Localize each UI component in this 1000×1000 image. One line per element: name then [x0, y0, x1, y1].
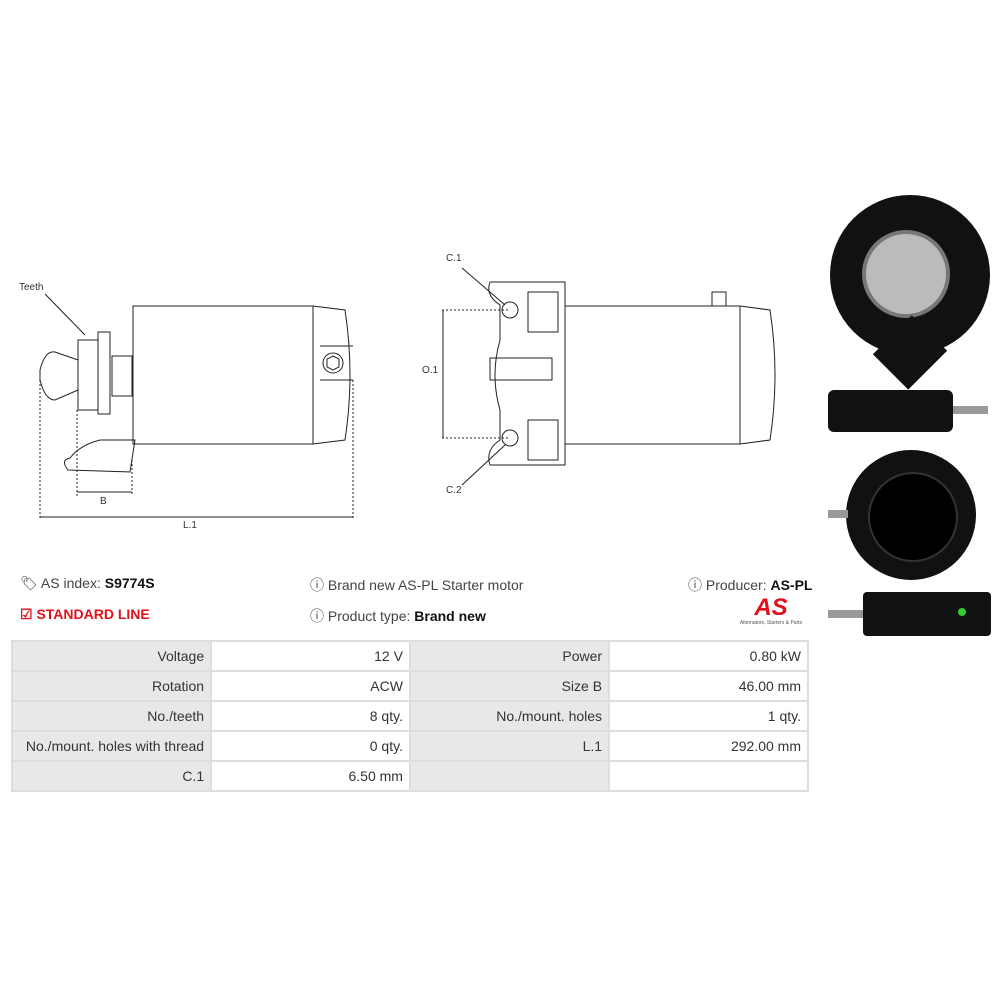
l1-label: L.1 [183, 520, 197, 531]
spec-value: 1 qty. [608, 700, 809, 732]
producer: ⓘ Producer: AS-PL [688, 575, 812, 595]
spec-label: L.1 [408, 730, 611, 762]
product-type-value: Brand new [414, 608, 486, 624]
spec-value: 0.80 kW [608, 640, 809, 672]
spec-value: 0 qty. [210, 730, 411, 762]
logo-mark: AS [754, 594, 788, 621]
tag-icon: 🏷 [20, 575, 38, 591]
spec-label: Voltage [10, 640, 213, 672]
spec-label: No./mount. holes with thread [10, 730, 213, 762]
spec-label: Power [408, 640, 611, 672]
teeth-label: Teeth [19, 282, 44, 293]
product-photo-front[interactable] [830, 195, 990, 390]
info-icon: ⓘ [310, 608, 324, 624]
as-index-label: AS index: [40, 575, 101, 591]
producer-value: AS-PL [770, 577, 813, 593]
producer-label: Producer: [705, 577, 767, 593]
as-logo: AS Alternators, Starters & Parts [730, 594, 812, 627]
spec-value: 12 V [210, 640, 411, 672]
info-icon: ⓘ [688, 577, 702, 593]
c2-label: C.2 [446, 485, 462, 496]
motor-body [132, 305, 314, 445]
spec-value [608, 760, 809, 792]
spec-label: C.1 [10, 760, 213, 792]
spec-label: No./mount. holes [408, 700, 611, 732]
checkbox-icon: ☑ [20, 606, 33, 622]
side-view-drawing [39, 293, 354, 518]
description: ⓘ Brand new AS-PL Starter motor [310, 575, 523, 595]
product-photo-side-1[interactable] [828, 390, 990, 440]
spec-value: 46.00 mm [608, 670, 809, 702]
spec-value: 6.50 mm [210, 760, 411, 792]
as-index-value: S9774S [104, 575, 155, 591]
spec-value: ACW [210, 670, 411, 702]
front-view-drawing [442, 267, 776, 486]
b-label: B [100, 496, 107, 507]
teeth-arrow [44, 293, 86, 336]
product-photo-side-2[interactable] [828, 592, 993, 640]
spec-label: Rotation [10, 670, 213, 702]
product-type-label: Product type: [327, 608, 411, 624]
o1-label: O.1 [422, 365, 439, 376]
spec-label [408, 760, 611, 792]
product-photo-rear[interactable] [828, 450, 993, 585]
line-label: STANDARD LINE [36, 606, 150, 622]
standard-line: ☑ STANDARD LINE [20, 606, 150, 623]
c1-label: C.1 [446, 253, 462, 264]
description-text: Brand new AS-PL Starter motor [327, 577, 524, 593]
spec-label: No./teeth [10, 700, 213, 732]
as-index: 🏷 AS index: S9774S [20, 575, 155, 592]
spec-value: 292.00 mm [608, 730, 809, 762]
spec-label: Size B [408, 670, 611, 702]
logo-tagline: Alternators, Starters & Parts [739, 620, 803, 626]
spec-value: 8 qty. [210, 700, 411, 732]
info-icon: ⓘ [310, 577, 324, 593]
product-type: ⓘ Product type: Brand new [310, 606, 486, 626]
